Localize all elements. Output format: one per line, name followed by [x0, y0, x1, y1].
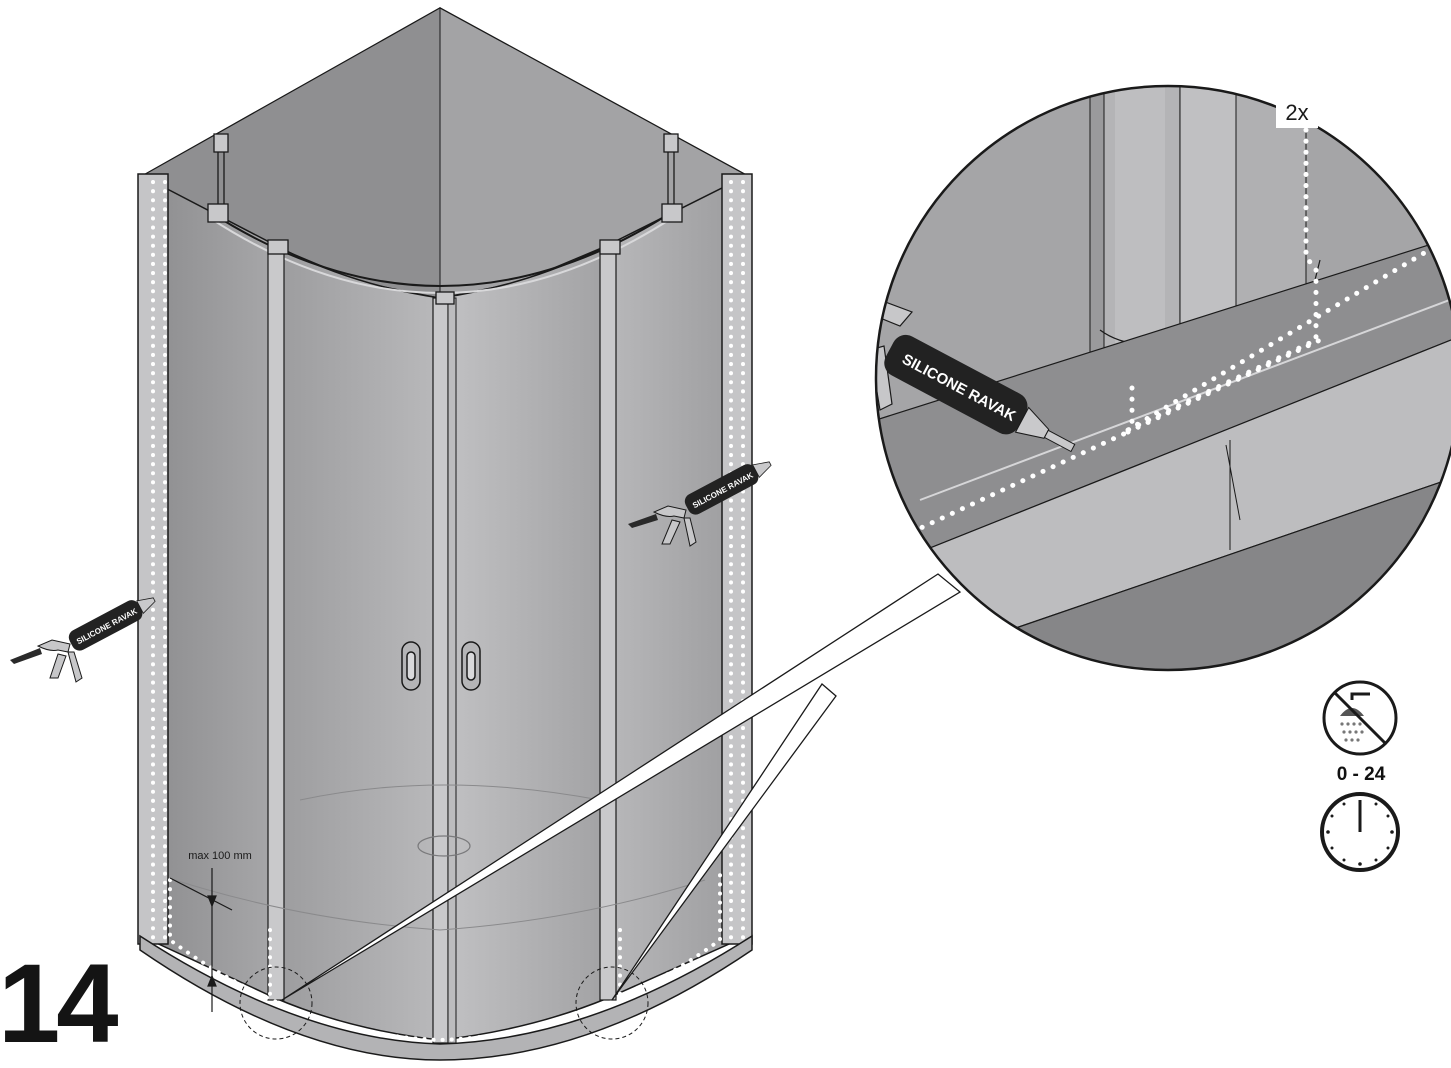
callout-lines	[281, 573, 962, 1001]
bead-count-label: 2x	[1276, 98, 1318, 128]
tray-drain	[417, 835, 471, 857]
detail-target-right	[575, 966, 649, 1040]
shower-tray	[139, 934, 753, 1061]
wait-hours-label: 0 - 24	[1336, 764, 1386, 785]
dimension-marker	[169, 868, 233, 1012]
silicone-gun-icon: SILICONE RAVAK	[10, 597, 156, 683]
no-shower-icon	[1322, 680, 1398, 756]
shower-enclosure	[137, 7, 962, 1061]
clock-icon	[1320, 792, 1400, 872]
detail-magnifier: SILICONE RAVAK	[874, 84, 1451, 672]
detail-target-left	[239, 966, 313, 1040]
step-number: 14	[0, 941, 119, 1066]
max-distance-label: max 100 mm	[188, 850, 252, 862]
door-handles	[401, 641, 481, 691]
ceiling-bracket	[207, 133, 683, 305]
silicone-beads	[151, 180, 745, 1043]
